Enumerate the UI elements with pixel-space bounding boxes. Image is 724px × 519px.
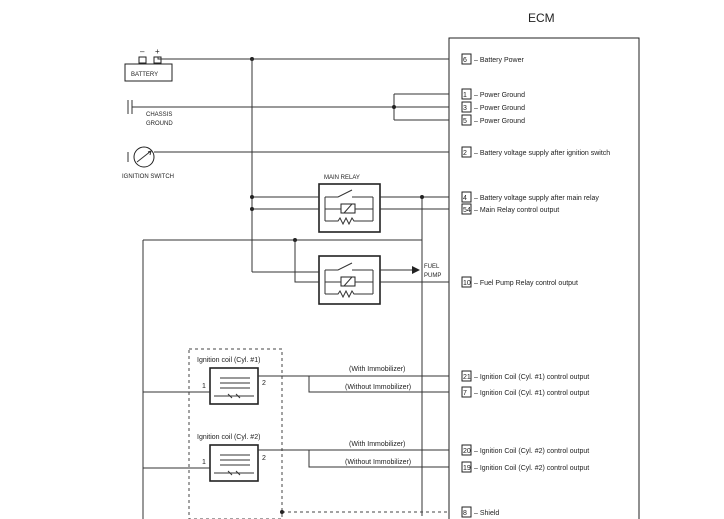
coil-2-with-immobilizer-note: (With Immobilizer) (349, 441, 405, 448)
ignition-coil-2 (209, 444, 259, 482)
ignition-coil-1 (209, 367, 259, 405)
ignition-coil-1-pin-1: 1 (202, 383, 206, 390)
ecm-pin-number: 3 (463, 105, 467, 112)
ecm-pin-54: 54– Main Relay control output (461, 203, 559, 215)
ecm-pin-description: – Ignition Coil (Cyl. #1) control output (474, 390, 589, 397)
ecm-pin-box (461, 101, 472, 113)
ecm-pin-description: – Fuel Pump Relay control output (474, 280, 578, 287)
ecm-pin-8: 8 – Shield (461, 506, 499, 518)
ecm-pin-2: 2 – Battery voltage supply after ignition… (461, 146, 610, 158)
ignition-coil-1-enclosure (188, 348, 283, 519)
coil-1-without-immobilizer-note: (Without Immobilizer) (345, 384, 411, 391)
ecm-pin-box (461, 53, 472, 65)
ecm-pin-number: 2 (463, 150, 467, 157)
ignition-coil-2-pin-2: 2 (262, 455, 266, 462)
ecm-pin-number: 7 (463, 390, 467, 397)
ecm-pin-description: – Shield (474, 510, 499, 517)
ecm-pin-description: – Power Ground (474, 118, 525, 125)
ecm-pin-description: – Power Ground (474, 92, 525, 99)
ecm-pin-20: 20– Ignition Coil (Cyl. #2) control outp… (461, 444, 589, 456)
ecm-pin-number: 21 (463, 374, 471, 381)
ecm-pin-box (461, 370, 472, 382)
ecm-pin-box (461, 276, 472, 288)
chassis-ground-label-1: CHASSIS (146, 112, 172, 118)
ecm-pin-7: 7 – Ignition Coil (Cyl. #1) control outpu… (461, 386, 589, 398)
ecm-pin-description: – Main Relay control output (474, 207, 559, 214)
ecm-box (448, 37, 640, 519)
coil-1-with-immobilizer-note: (With Immobilizer) (349, 366, 405, 373)
ecm-pin-4: 4 – Battery voltage supply after main rel… (461, 191, 599, 203)
ignition-coil-2-pin-1: 1 (202, 459, 206, 466)
ecm-pin-number: 19 (463, 465, 471, 472)
ecm-pin-10: 10– Fuel Pump Relay control output (461, 276, 578, 288)
ecm-pin-box (461, 191, 472, 203)
ecm-pin-number: 4 (463, 195, 467, 202)
battery: BATTERY – + (124, 47, 173, 82)
fuel-pump-relay (318, 255, 381, 305)
fuel-pump-label-2: PUMP (424, 273, 441, 279)
ecm-pin-box (461, 461, 472, 473)
ecm-pin-description: – Battery voltage supply after ignition … (474, 150, 610, 157)
ecm-pin-number: 1 (463, 92, 467, 99)
ecm-pin-description: – Power Ground (474, 105, 525, 112)
ignition-switch-label: IGNITION SWITCH (122, 174, 174, 180)
ecm-pin-box (461, 146, 472, 158)
ecm-pin-3: 3 – Power Ground (461, 101, 525, 113)
ecm-pin-description: – Ignition Coil (Cyl. #1) control output (474, 374, 589, 381)
ecm-pin-box (461, 88, 472, 100)
ecm-pin-box (461, 203, 472, 215)
main-relay-label: MAIN RELAY (324, 175, 360, 181)
ecm-pin-box (461, 444, 472, 456)
chassis-ground: CHASSIS GROUND (127, 100, 173, 127)
ecm-pin-description: – Ignition Coil (Cyl. #2) control output (474, 465, 589, 472)
battery-label: BATTERY (131, 72, 158, 78)
ecm-pin-description: – Ignition Coil (Cyl. #2) control output (474, 448, 589, 455)
ecm-pin-box (461, 506, 472, 518)
ecm-pin-box (461, 386, 472, 398)
ecm-pin-number: 8 (463, 510, 467, 517)
fuel-pump-arrow (412, 266, 420, 274)
ecm-pin-description: – Battery voltage supply after main rela… (474, 195, 599, 202)
ecm-pin-number: 54 (463, 207, 471, 214)
ignition-switch: IGNITION SWITCH (122, 146, 174, 180)
battery-plus-sign: + (155, 47, 160, 56)
ecm-pin-list: 6 – Battery Power 1 – Power Ground 3 – Power … (461, 53, 610, 518)
ecm-title: ECM (528, 11, 555, 25)
ecm-pin-box (461, 114, 472, 126)
chassis-ground-label-2: GROUND (146, 121, 173, 127)
ecm-pin-19: 19– Ignition Coil (Cyl. #2) control outp… (461, 461, 589, 473)
ecm-pin-21: 21– Ignition Coil (Cyl. #1) control outp… (461, 370, 589, 382)
ignition-coil-1-pin-2: 2 (262, 380, 266, 387)
ecm-pin-number: 5 (463, 118, 467, 125)
ecm-pin-number: 6 (463, 57, 467, 64)
battery-minus-sign: – (140, 47, 145, 56)
ignition-coil-2-label: Ignition coil (Cyl. #2) (197, 434, 260, 441)
ecm-pin-6: 6 – Battery Power (461, 53, 524, 65)
ecm-pin-number: 10 (463, 280, 471, 287)
ignition-coil-1-label: Ignition coil (Cyl. #1) (197, 357, 260, 364)
ecm-pin-5: 5 – Power Ground (461, 114, 525, 126)
fuel-pump-label-1: FUEL (424, 264, 440, 270)
ecm-pin-number: 20 (463, 448, 471, 455)
main-relay (318, 183, 381, 233)
ecm-pin-1: 1 – Power Ground (461, 88, 525, 100)
coil-2-without-immobilizer-note: (Without Immobilizer) (345, 459, 411, 466)
ecm-pin-description: – Battery Power (474, 57, 524, 64)
